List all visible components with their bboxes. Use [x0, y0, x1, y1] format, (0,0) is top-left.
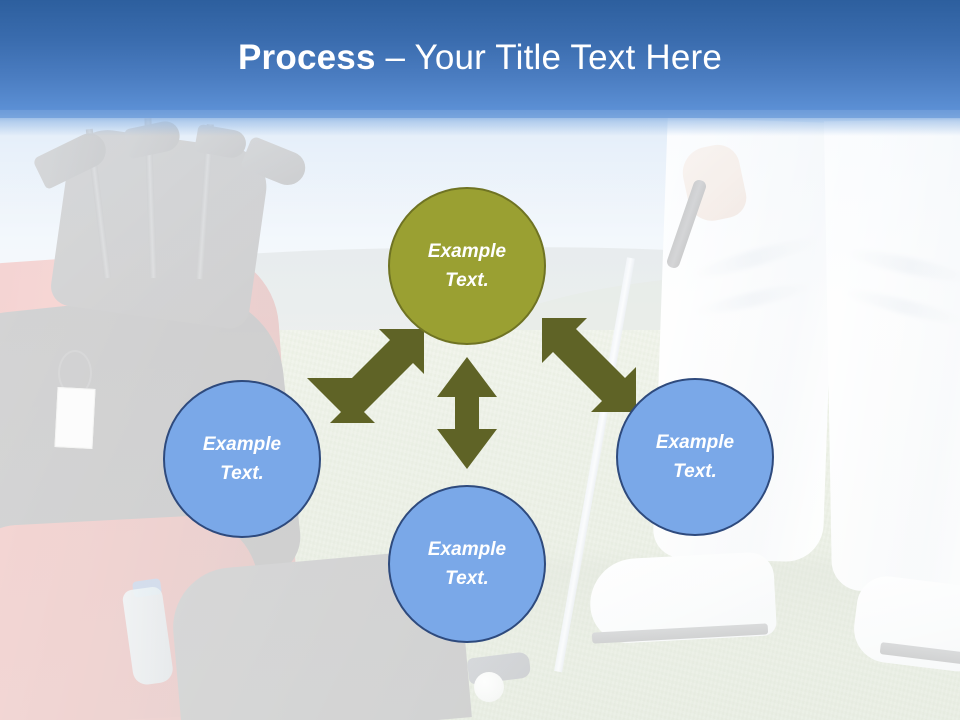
arrow-top-right: [542, 318, 636, 412]
page-title-rest: Your Title Text Here: [414, 38, 722, 77]
node-bottom-line2: Text.: [445, 568, 489, 589]
process-node-left[interactable]: Example Text.: [163, 380, 321, 538]
process-node-right[interactable]: Example Text.: [616, 378, 774, 536]
node-top-line2: Text.: [445, 270, 489, 291]
node-right-line1: Example: [655, 431, 735, 453]
node-right-line2: Text.: [673, 461, 717, 482]
arrow-top-left: [307, 329, 424, 423]
title-bar: Process – Your Title Text Here: [0, 0, 960, 118]
node-top-line1: Example: [427, 240, 507, 262]
arrow-top-bottom: [437, 357, 497, 469]
node-left-line1: Example: [202, 433, 282, 455]
page-title-bold: Process: [238, 38, 376, 77]
page-title: Process – Your Title Text Here: [238, 38, 722, 78]
process-node-bottom[interactable]: Example Text.: [388, 485, 546, 643]
page-title-separator: –: [375, 38, 415, 77]
process-node-top[interactable]: Example Text.: [388, 187, 546, 345]
node-bottom-line1: Example: [427, 538, 507, 560]
node-left-line2: Text.: [220, 463, 264, 484]
